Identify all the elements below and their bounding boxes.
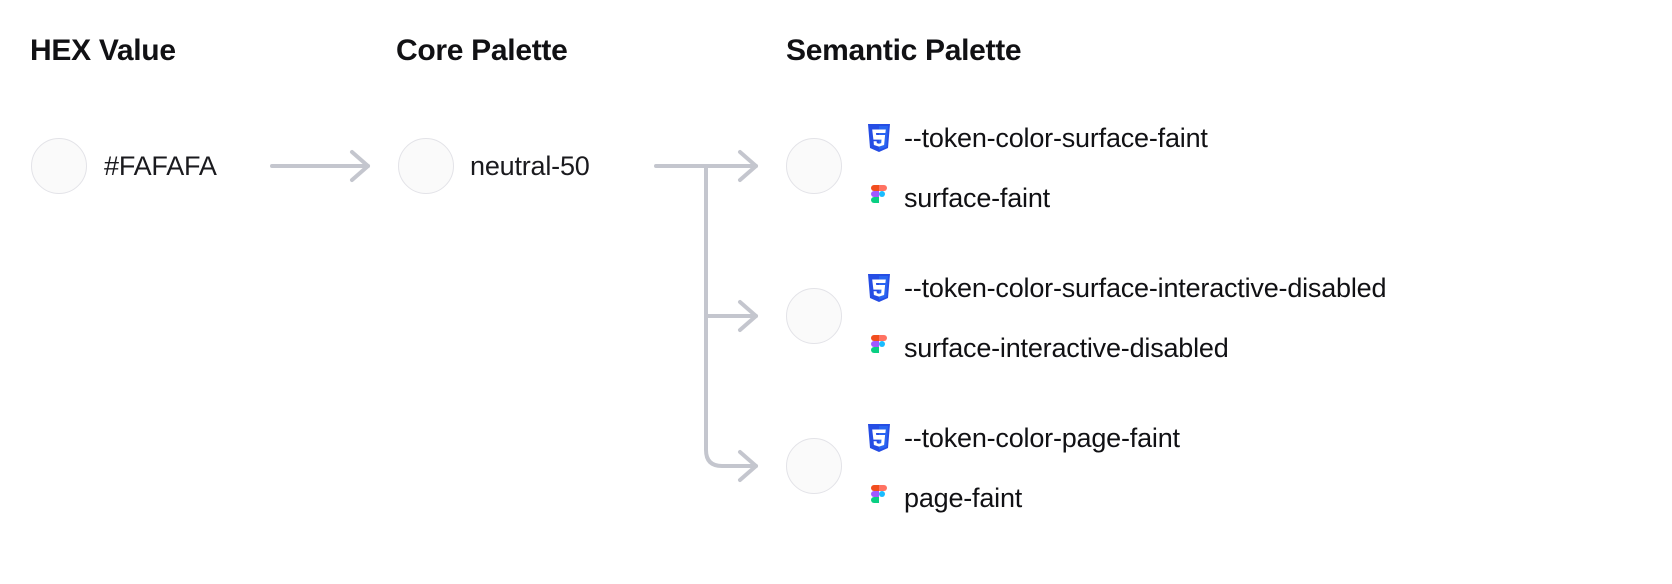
css-token-line[interactable]: --token-color-surface-interactive-disabl… — [866, 268, 1666, 308]
figma-token-line[interactable]: page-faint — [866, 478, 1666, 518]
swatch-semantic-page-faint — [786, 438, 842, 494]
css3-icon — [868, 274, 890, 302]
figma-token-line[interactable]: surface-faint — [866, 178, 1666, 218]
figma-token-label: surface-faint — [904, 182, 1050, 213]
arrow-branch-0-head — [738, 150, 758, 182]
figma-icon — [871, 485, 887, 503]
css-token-label: --token-color-surface-faint — [904, 122, 1208, 153]
swatch-core-palette — [398, 138, 454, 194]
token-row: --token-color-page-faint page-faint — [866, 418, 1666, 518]
swatch-semantic-surface-faint — [786, 138, 842, 194]
column-header-semantic-palette: Semantic Palette — [786, 34, 1022, 67]
figma-icon — [871, 335, 887, 353]
swatch-semantic-surface-interactive-disabled — [786, 288, 842, 344]
branch-trunk-vertical — [704, 164, 758, 468]
figma-token-label: page-faint — [904, 482, 1023, 513]
css-token-label: --token-color-surface-interactive-disabl… — [904, 272, 1387, 303]
arrow-hex-to-core-head — [350, 150, 370, 182]
figma-icon — [871, 185, 887, 203]
css-token-line[interactable]: --token-color-page-faint — [866, 418, 1666, 458]
css-token-line[interactable]: --token-color-surface-faint — [866, 118, 1666, 158]
token-row: --token-color-surface-interactive-disabl… — [866, 268, 1666, 368]
css3-icon — [868, 424, 890, 452]
figma-token-line[interactable]: surface-interactive-disabled — [866, 328, 1666, 368]
core-palette-label: neutral-50 — [470, 151, 590, 181]
column-header-hex-value: HEX Value — [30, 34, 176, 67]
css-token-label: --token-color-page-faint — [904, 422, 1180, 453]
hex-value-label: #FAFAFA — [104, 151, 217, 181]
column-header-core-palette: Core Palette — [396, 34, 568, 67]
figma-token-label: surface-interactive-disabled — [904, 332, 1229, 363]
css3-icon — [868, 124, 890, 152]
arrow-branch-2-head — [738, 450, 758, 482]
swatch-hex-value — [31, 138, 87, 194]
token-row: --token-color-surface-faint surface-fain… — [866, 118, 1666, 218]
arrow-branch-1-head — [738, 300, 758, 332]
